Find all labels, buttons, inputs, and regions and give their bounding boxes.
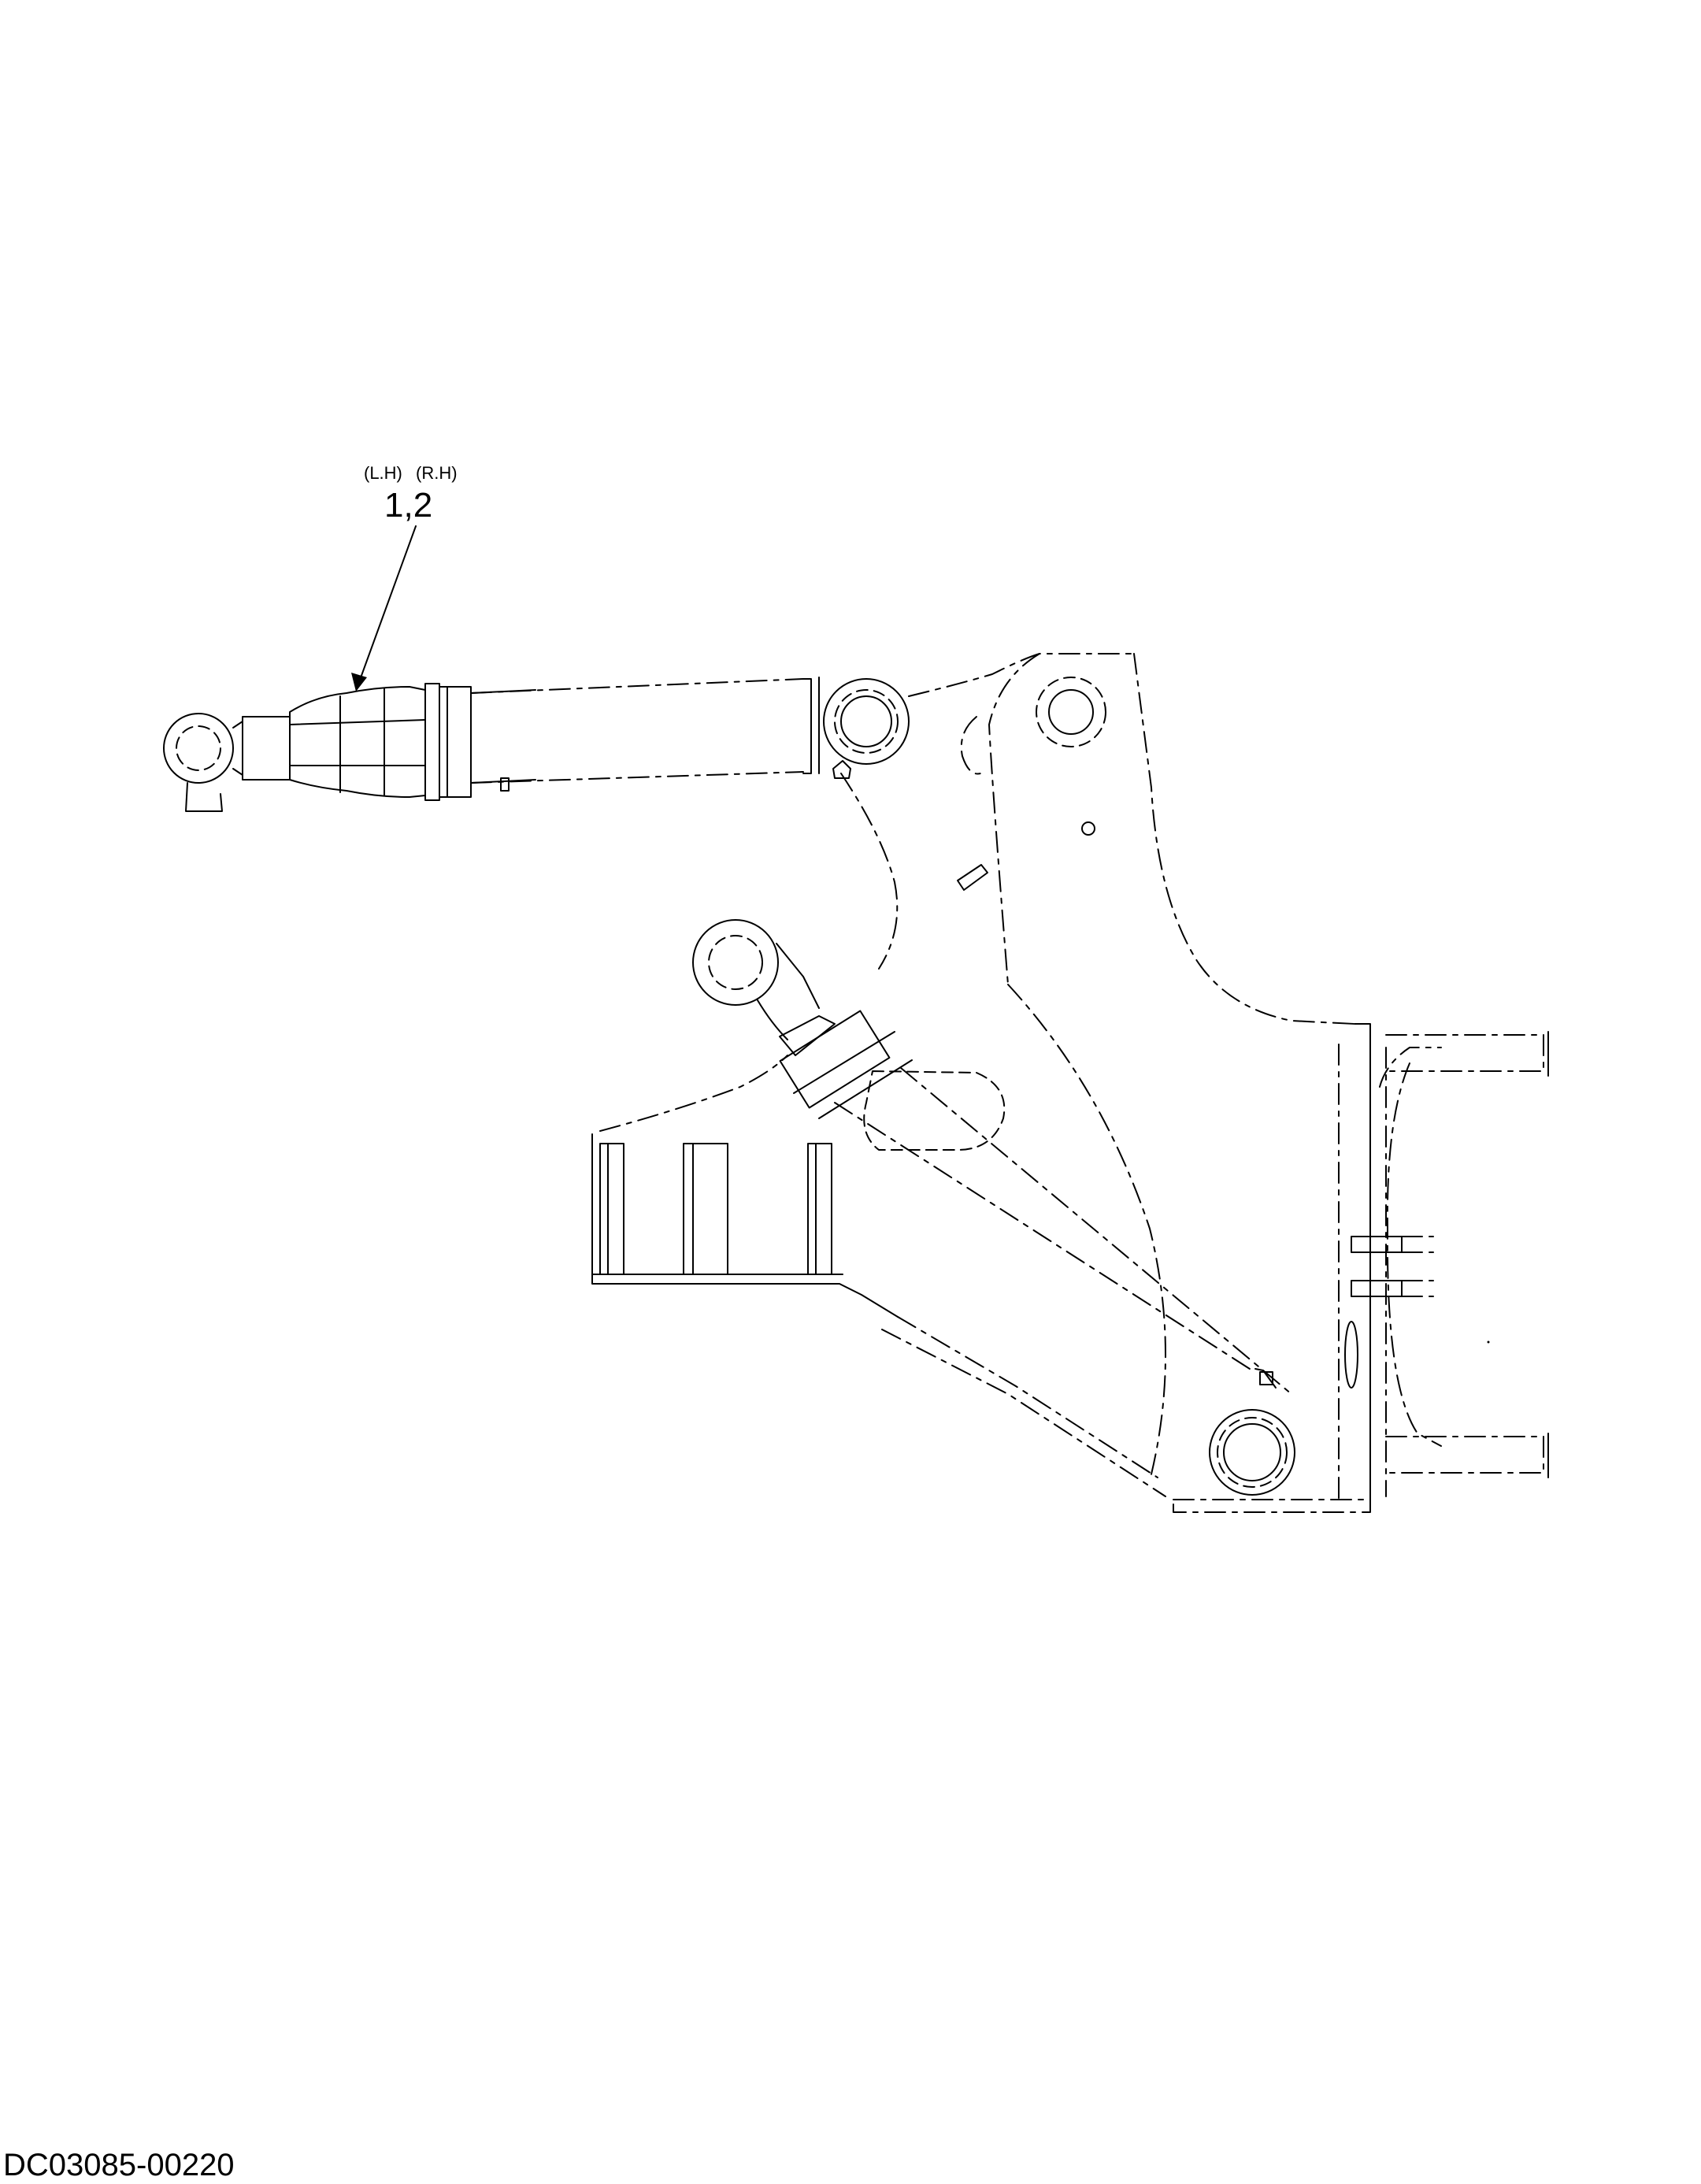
- callout-leader-arrow: [351, 525, 417, 692]
- right-mount: [1338, 1023, 1549, 1500]
- upper-cylinder[interactable]: [163, 677, 910, 812]
- lower-cylinder[interactable]: [692, 919, 1295, 1496]
- lower-plate: [591, 1055, 1371, 1513]
- callout-lh-label: (L.H): [364, 463, 402, 483]
- callout-item-numbers[interactable]: 1,2: [384, 486, 432, 525]
- frame-bracket: [840, 653, 1355, 1481]
- drawing-id: DC03085-00220: [3, 2148, 235, 2182]
- callout-rh-label: (R.H): [416, 463, 458, 483]
